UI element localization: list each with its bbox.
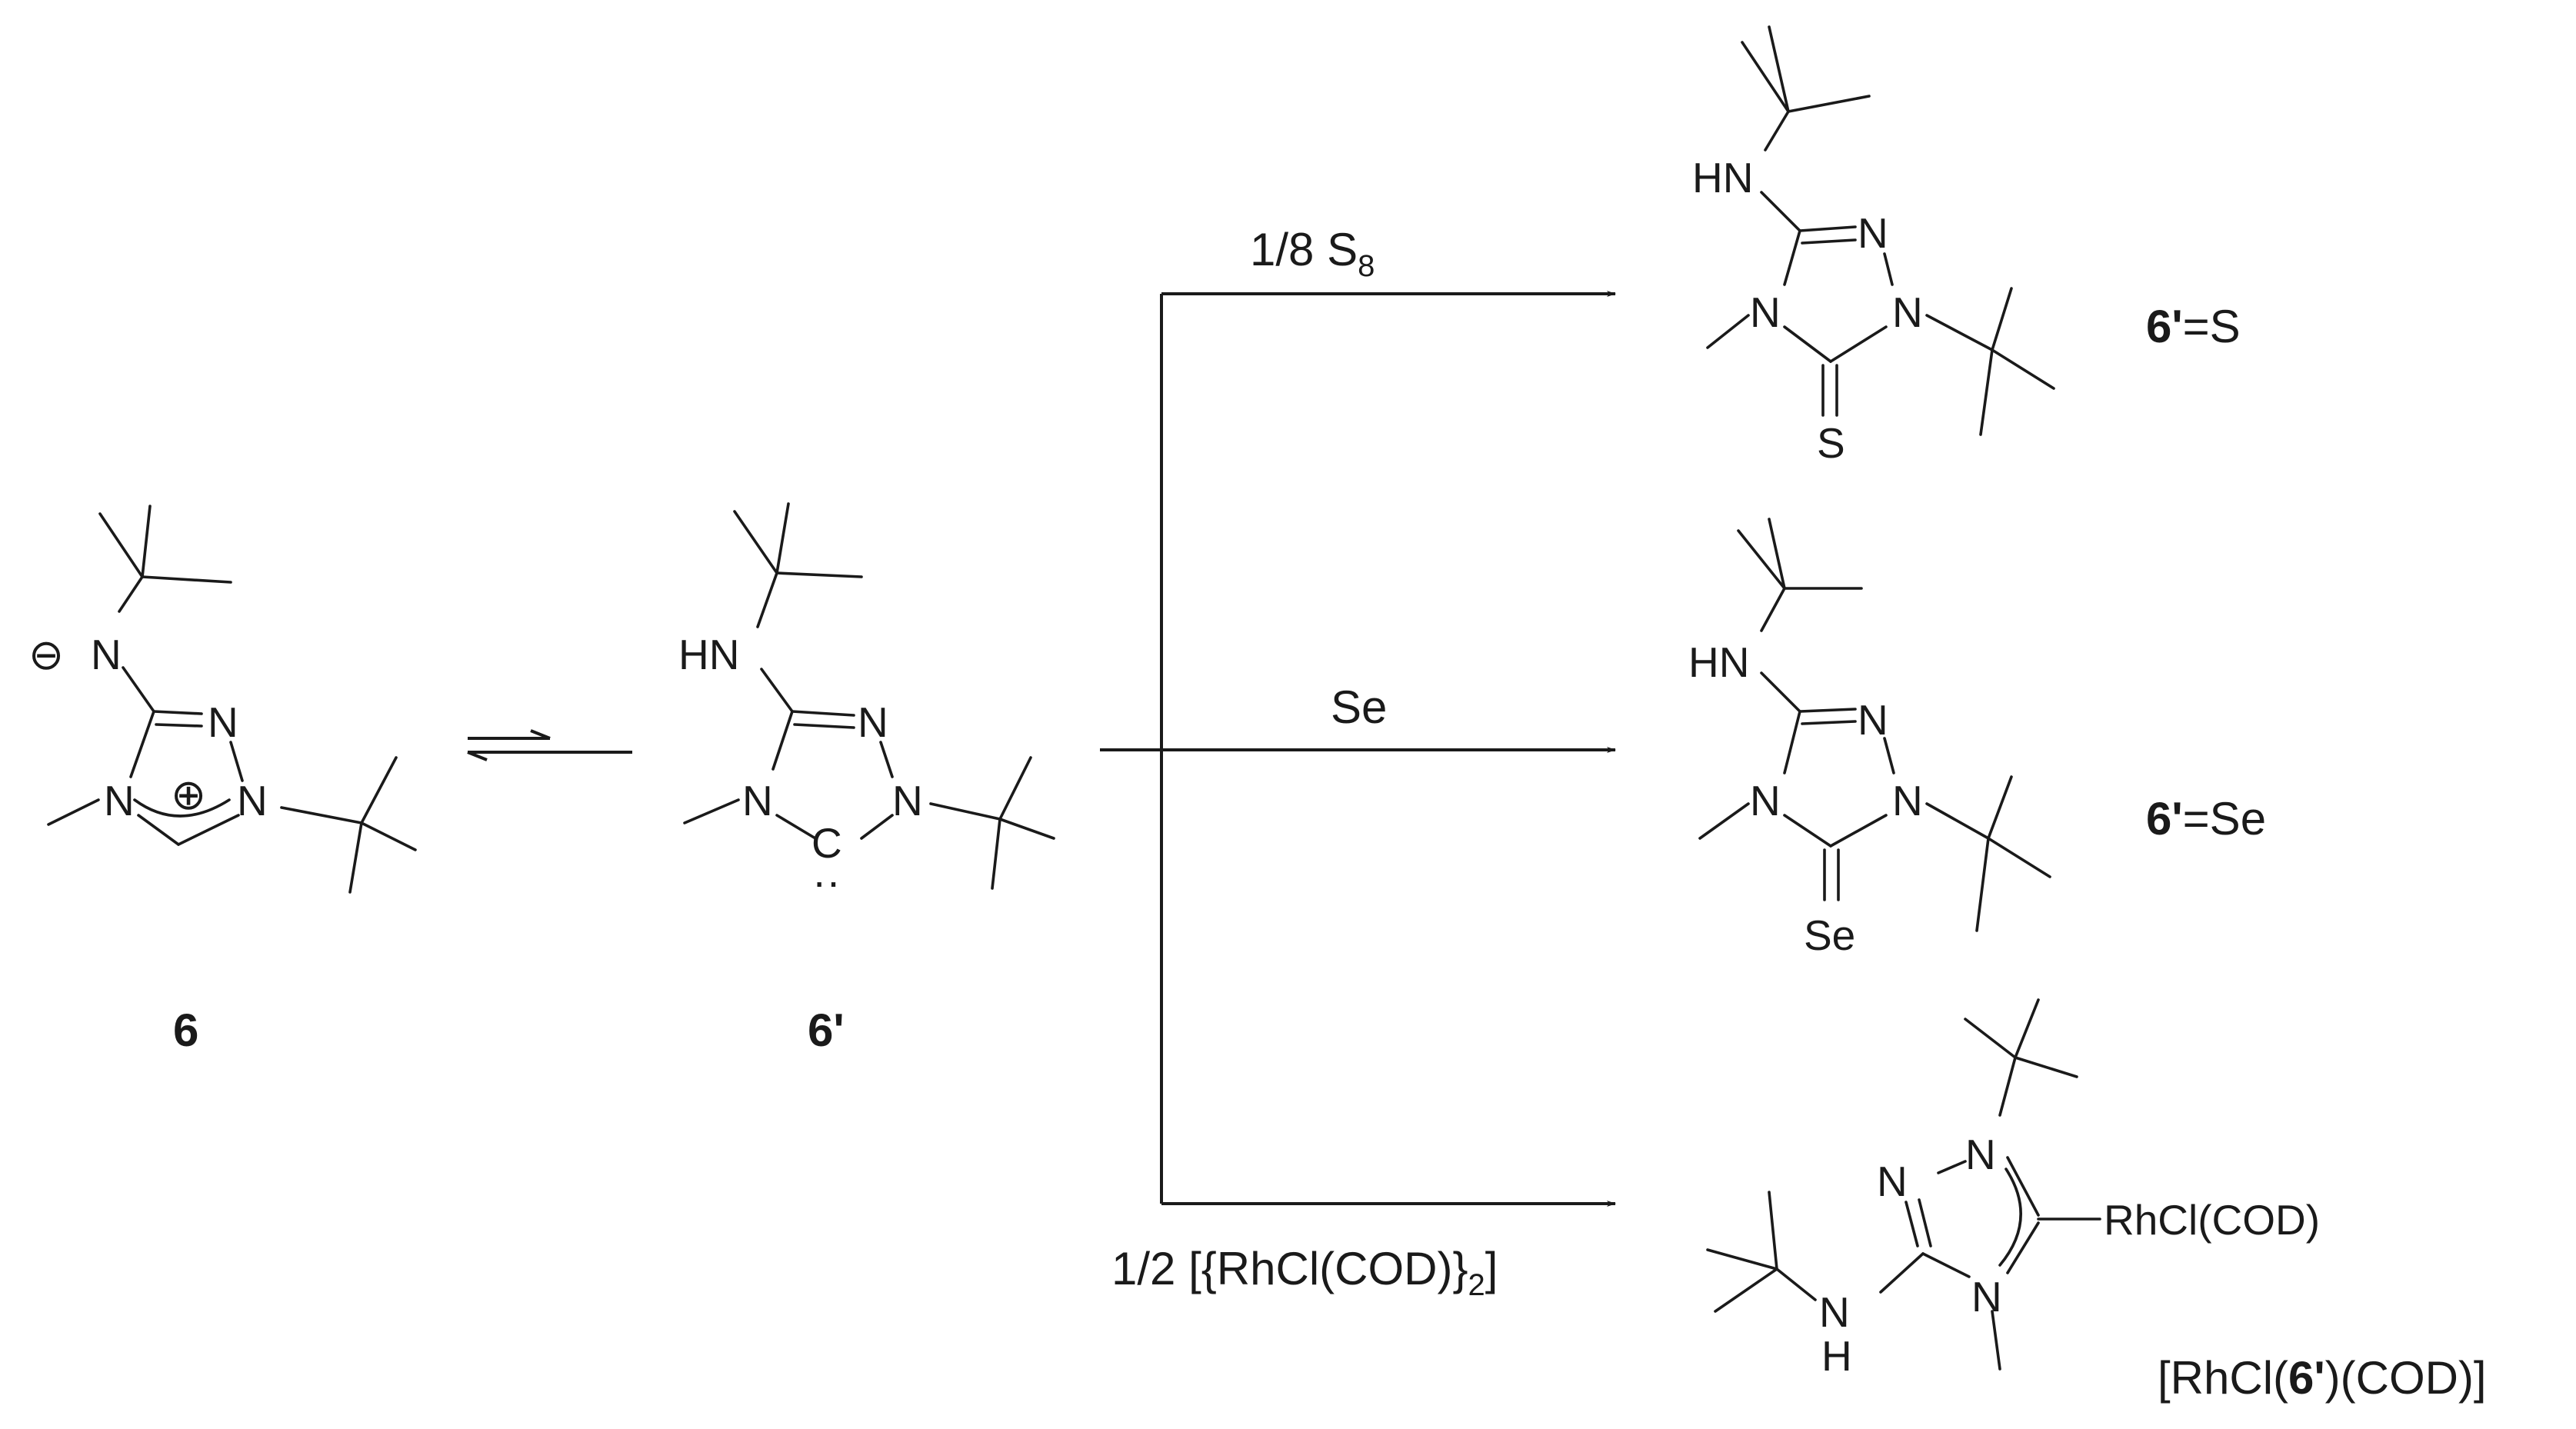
lone-pair-icon: ··	[812, 858, 841, 905]
atom-N4: N	[1971, 1273, 2002, 1321]
atom-N2: N	[1858, 209, 1888, 257]
atom-HN: HN	[678, 631, 739, 678]
equilibrium-arrow	[467, 729, 632, 761]
atom-N1: N	[1965, 1131, 1996, 1178]
atom-H: H	[1821, 1332, 1852, 1380]
product-rhodium-complex-structure: N N N N H RhCl(COD)	[1706, 998, 2320, 1380]
product-thione-structure: HN N N N S	[1692, 25, 2055, 467]
compound-label-6prime: 6'	[808, 1004, 845, 1056]
atom-RhClCOD: RhCl(COD)	[2104, 1196, 2320, 1244]
atom-N2: N	[858, 698, 888, 746]
compound-6-structure: ⊖ N N N ⊕ N	[28, 505, 417, 894]
atom-N4: N	[742, 777, 773, 824]
atom-HN: HN	[1688, 638, 1749, 686]
atom-N2: N	[208, 698, 238, 746]
atom-S: S	[1817, 419, 1845, 467]
product-label-rhodium-complex: [RhCl(6')(COD)]	[2158, 1352, 2487, 1404]
reagent-rhodium-dimer: 1/2 [{RhCl(COD)}2]	[1111, 1243, 1498, 1302]
atom-N2: N	[1858, 696, 1888, 744]
product-label-selone: 6'=Se	[2146, 793, 2266, 844]
atom-N-exo: N	[91, 631, 122, 678]
atom-N1: N	[892, 777, 923, 824]
compound-label-6: 6	[173, 1004, 198, 1056]
product-selone-structure: HN N N N Se	[1688, 518, 2051, 959]
atom-N2: N	[1877, 1158, 1908, 1205]
anion-charge-icon: ⊖	[28, 631, 64, 678]
atom-N1: N	[237, 777, 268, 824]
product-label-thione: 6'=S	[2146, 301, 2241, 352]
carbene-atom-C: C	[811, 819, 842, 867]
atom-N1: N	[1892, 288, 1923, 336]
atom-N-amine: N	[1819, 1288, 1850, 1336]
atom-Se: Se	[1804, 911, 1855, 959]
atom-N4: N	[1750, 288, 1781, 336]
reaction-arrows	[1100, 291, 1616, 1207]
cation-charge-icon: ⊕	[171, 771, 206, 818]
atom-N4: N	[1750, 777, 1781, 824]
reagent-sulfur: 1/8 S8	[1250, 224, 1375, 283]
atom-N4: N	[104, 777, 135, 824]
reagent-selenium: Se	[1331, 681, 1387, 733]
compound-6prime-structure: HN N N N C ··	[678, 502, 1055, 905]
atom-HN: HN	[1692, 154, 1753, 202]
atom-N1: N	[1892, 777, 1923, 824]
